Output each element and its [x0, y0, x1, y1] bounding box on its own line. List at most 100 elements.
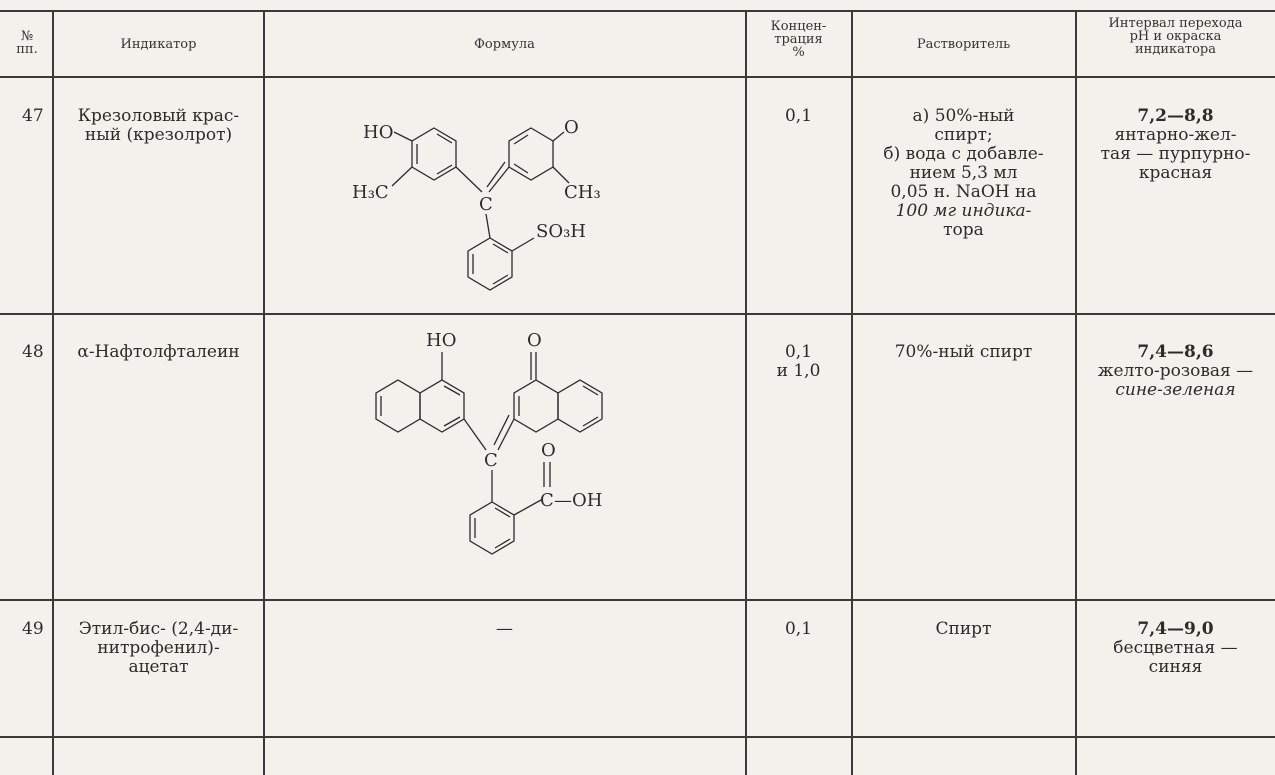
formula-label-ch3: CH₃	[564, 182, 601, 203]
formula-label-o2: O	[541, 440, 556, 461]
color-line: синяя	[1148, 657, 1203, 677]
row-number: 47	[22, 106, 44, 126]
solvent-line: б) вода с добавле-	[883, 144, 1044, 164]
formula-cresol-red: HO O H₃C CH₃ C SO₃H	[352, 117, 601, 291]
header-solvent: Растворитель	[916, 37, 1011, 52]
row-number: 48	[22, 342, 44, 362]
table-top-rule	[0, 10, 1275, 12]
header-range: Интервал перехода pH и окраска индикатор…	[1078, 17, 1273, 56]
formula-alpha-naphtholphthalein: HO O C O C —OH	[375, 330, 603, 555]
bond	[393, 131, 413, 142]
color-line: бесцветная —	[1113, 638, 1238, 658]
col-divider-3	[745, 10, 747, 775]
concentration-line: и 1,0	[776, 361, 821, 381]
indicator-name-line: α-Нафтолфталеин	[77, 342, 240, 362]
indicator-name-line: ный (крезолрот)	[84, 125, 233, 145]
double-bond	[436, 133, 453, 144]
row-47-bottom-rule	[0, 313, 1275, 315]
color-line: янтарно-жел-	[1114, 125, 1237, 145]
solvent-line: тора	[943, 220, 984, 240]
ph-range: 7,4—9,0	[1137, 619, 1214, 639]
formula-label-o: O	[527, 330, 542, 351]
double-bond	[492, 274, 509, 285]
solvent-line: а) 50%-ный	[912, 106, 1015, 126]
header-formula: Формула	[474, 37, 535, 52]
ph-range: 7,2—8,8	[1137, 106, 1214, 126]
concentration-line: 0,1	[784, 106, 813, 126]
bond	[552, 131, 565, 142]
indicator-name-line: ацетат	[128, 657, 189, 677]
indicator-name-line: Крезоловый крас-	[77, 106, 240, 126]
benzene-ring	[467, 237, 513, 291]
header-bottom-rule	[0, 76, 1275, 78]
solvent-line: нием 5,3 мл	[909, 163, 1018, 183]
header-concentration-line: %	[792, 45, 805, 60]
header-indicator: Индикатор	[120, 37, 197, 52]
solvent-line: спирт;	[934, 125, 993, 145]
col-divider-4	[851, 10, 853, 775]
concentration: 0,1	[748, 620, 849, 639]
header-concentration-line: трация	[774, 32, 823, 47]
double-bond	[513, 163, 529, 174]
concentration-line: 0,1	[784, 619, 813, 639]
formula-label-oh: —OH	[554, 490, 602, 511]
solvent-line: 70%-ный спирт	[894, 342, 1033, 362]
formula-label-c: C	[484, 450, 498, 471]
header-range-line: Интервал перехода	[1108, 16, 1243, 31]
color-line: красная	[1138, 163, 1213, 183]
bond	[463, 418, 487, 451]
bond	[511, 237, 535, 252]
bond	[552, 166, 570, 184]
bond	[497, 418, 515, 451]
formula-label-h3c: H₃C	[352, 182, 389, 203]
benzene-ring	[411, 127, 457, 181]
color-line: сине-зеленая	[1115, 380, 1236, 400]
double-bond	[486, 161, 506, 188]
header-number-line: пп.	[16, 42, 38, 57]
row-48-bottom-rule	[0, 599, 1275, 601]
formula-label-ho: HO	[363, 122, 393, 143]
solvent: а) 50%-ный спирт; б) вода с добавле- ние…	[854, 107, 1073, 240]
solvent: 70%-ный спирт	[854, 343, 1073, 362]
double-bond	[494, 538, 511, 549]
indicator-name: α-Нафтолфталеин	[56, 343, 261, 362]
bond	[455, 166, 483, 193]
formula-label-o: O	[564, 117, 579, 138]
double-bond	[582, 416, 599, 427]
indicator-name: Этил-бис- (2,4-ди- нитрофенил)- ацетат	[56, 620, 261, 677]
col-divider-5	[1075, 10, 1077, 775]
formula-label-so3h: SO₃H	[536, 221, 586, 242]
header-concentration-line: Концен-	[770, 19, 827, 34]
transition-range: 7,4—9,0 бесцветная — синяя	[1078, 620, 1273, 677]
double-bond	[443, 416, 461, 427]
color-line: тая — пурпурно-	[1100, 144, 1251, 164]
concentration: 0,1 и 1,0	[748, 343, 849, 381]
double-bond	[513, 134, 529, 145]
indicator-name: Крезоловый крас- ный (крезолрот)	[56, 107, 261, 145]
naphthalene-ring	[557, 379, 603, 433]
double-bond	[492, 243, 509, 254]
header-number-line: №	[20, 29, 34, 44]
formula-label-c2: C	[540, 490, 554, 511]
header-range-line: pH и окраска	[1129, 29, 1222, 44]
naphthalene-ring	[513, 379, 559, 433]
solvent: Спирт	[854, 620, 1073, 639]
concentration: 0,1	[748, 107, 849, 126]
ph-range: 7,4—8,6	[1137, 342, 1214, 362]
bond	[488, 166, 510, 193]
transition-range: 7,4—8,6 желто-розовая — сине-зеленая	[1078, 343, 1273, 400]
bond	[391, 166, 413, 187]
formula-label-ho: HO	[426, 330, 456, 351]
col-divider-2	[263, 10, 265, 775]
solvent-line: 0,05 н. NaOH на	[890, 182, 1037, 202]
bond	[485, 213, 491, 239]
double-bond	[582, 385, 599, 396]
formula-label-c: C	[479, 194, 493, 215]
transition-range: 7,2—8,8 янтарно-жел- тая — пурпурно- кра…	[1078, 107, 1273, 183]
quinoid-ring	[508, 127, 554, 181]
col-divider-1	[52, 10, 54, 775]
solvent-line: Спирт	[935, 619, 992, 639]
double-bond	[493, 414, 510, 446]
color-line: желто-розовая —	[1097, 361, 1254, 381]
